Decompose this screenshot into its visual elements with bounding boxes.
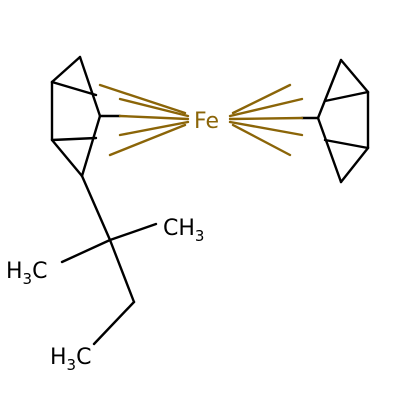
fe-carbon-bond bbox=[228, 97, 304, 118]
right-ring-bond bbox=[339, 146, 370, 184]
chain-bond bbox=[80, 174, 112, 242]
fe-carbon-bond bbox=[231, 123, 292, 157]
chain-bond bbox=[108, 238, 136, 304]
chain-bond bbox=[108, 222, 158, 242]
left-ring-bond bbox=[80, 114, 102, 178]
right-ring-bond bbox=[323, 138, 370, 150]
fe-carbon-bond bbox=[228, 120, 304, 137]
right-ring-bond bbox=[323, 90, 370, 103]
left-ring-bond bbox=[78, 55, 102, 118]
left-ring-bond bbox=[50, 55, 82, 84]
right-ring-bond bbox=[339, 58, 370, 94]
ch3-label: CH3 bbox=[163, 216, 204, 245]
fe-carbon-bond bbox=[118, 97, 190, 118]
chain-bond bbox=[92, 300, 136, 346]
left-ring-bond bbox=[50, 138, 84, 178]
chain-bond bbox=[60, 238, 112, 264]
h3c-bottom-label: H3C bbox=[50, 345, 91, 374]
right-ring-bond bbox=[316, 58, 343, 120]
right-ring-bond bbox=[316, 116, 343, 184]
iron-bonds bbox=[98, 83, 304, 157]
h3c-left-label: H3C bbox=[6, 259, 47, 288]
fe-carbon-bond bbox=[98, 83, 187, 115]
left-ring-bond bbox=[50, 136, 98, 142]
fe-carbon-bond bbox=[118, 114, 190, 121]
carbon-bonds bbox=[50, 55, 370, 346]
fe-carbon-bond bbox=[231, 83, 292, 115]
fe-carbon-bond bbox=[108, 123, 187, 157]
fe-carbon-bond bbox=[118, 120, 190, 137]
fe-atom-label: Fe bbox=[194, 109, 219, 134]
fe-carbon-bond bbox=[228, 116, 304, 121]
left-ring-bond bbox=[50, 80, 98, 97]
